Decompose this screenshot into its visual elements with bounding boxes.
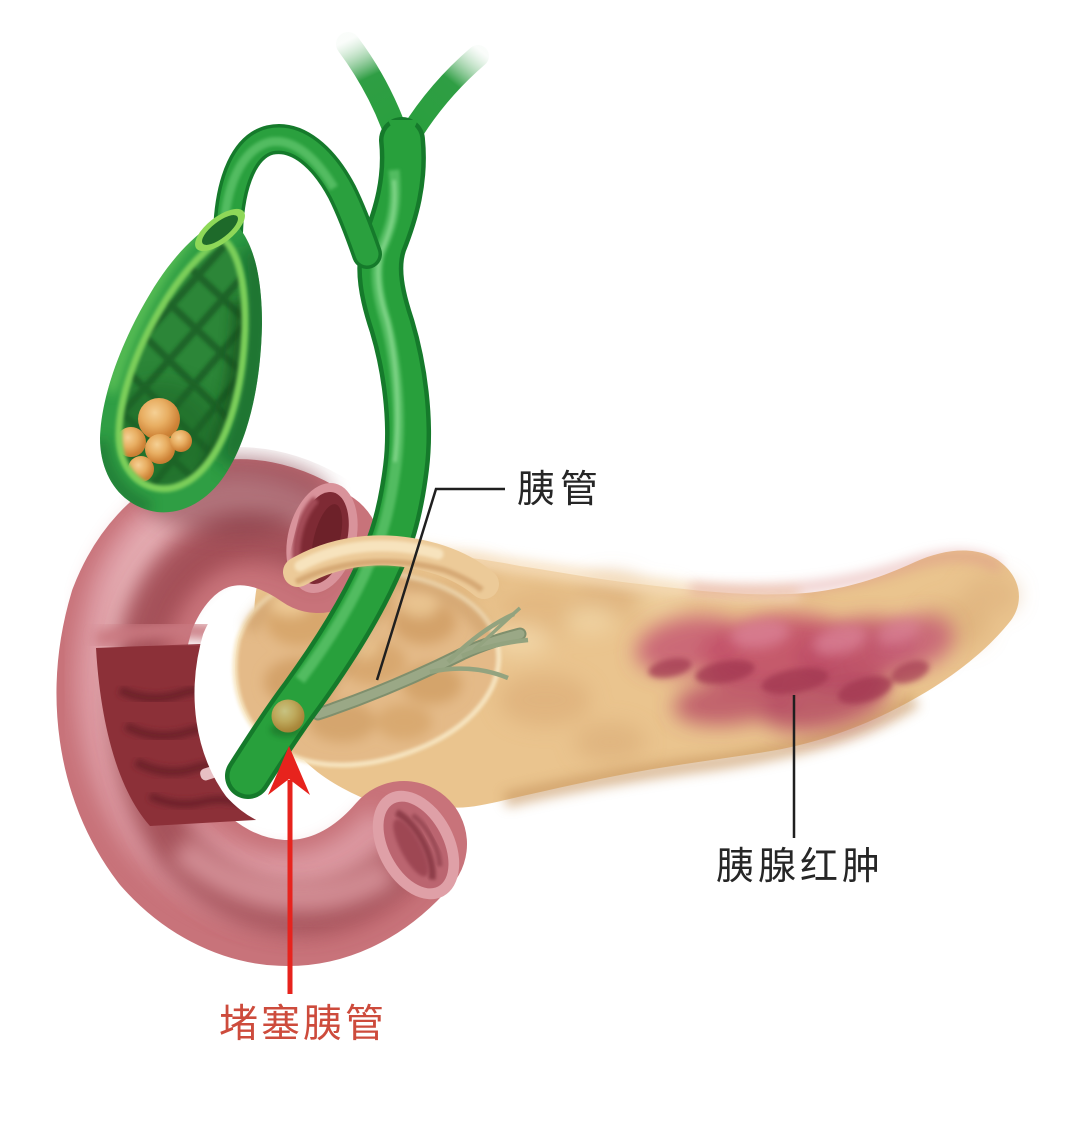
annotation-lines: [268, 487, 796, 994]
inflamed-seams: [648, 658, 930, 704]
pancreas-neck-band: [283, 535, 499, 599]
pancreatic-duct: [311, 606, 529, 721]
duodenum-cutaway: [93, 622, 262, 826]
label-pancreatic-duct: 胰管: [517, 469, 604, 511]
gallbladder-cut-rim: [115, 233, 249, 493]
duodenum-wall-flap: [200, 763, 226, 781]
leader-line-pancreatic-duct: [375, 487, 505, 681]
pancreas-top-red-tinge: [689, 551, 1003, 596]
bile-duct-system: [213, 32, 489, 799]
label-blocked-duct: 堵塞胰管: [219, 1003, 388, 1046]
gallbladder-neck-rim: [195, 208, 245, 252]
pancreas-bottom-shade: [503, 693, 920, 808]
duodenum-bottom-opening: [372, 790, 460, 900]
label-pancreatic-swelling: 胰腺红肿: [716, 846, 885, 888]
blocking-gallstone: [271, 699, 305, 733]
blockage-arrow-icon: [268, 746, 310, 994]
inflamed-lobule-tops: [730, 618, 920, 656]
cystic-duct: [213, 124, 382, 269]
duct-blockage: [270, 699, 305, 737]
